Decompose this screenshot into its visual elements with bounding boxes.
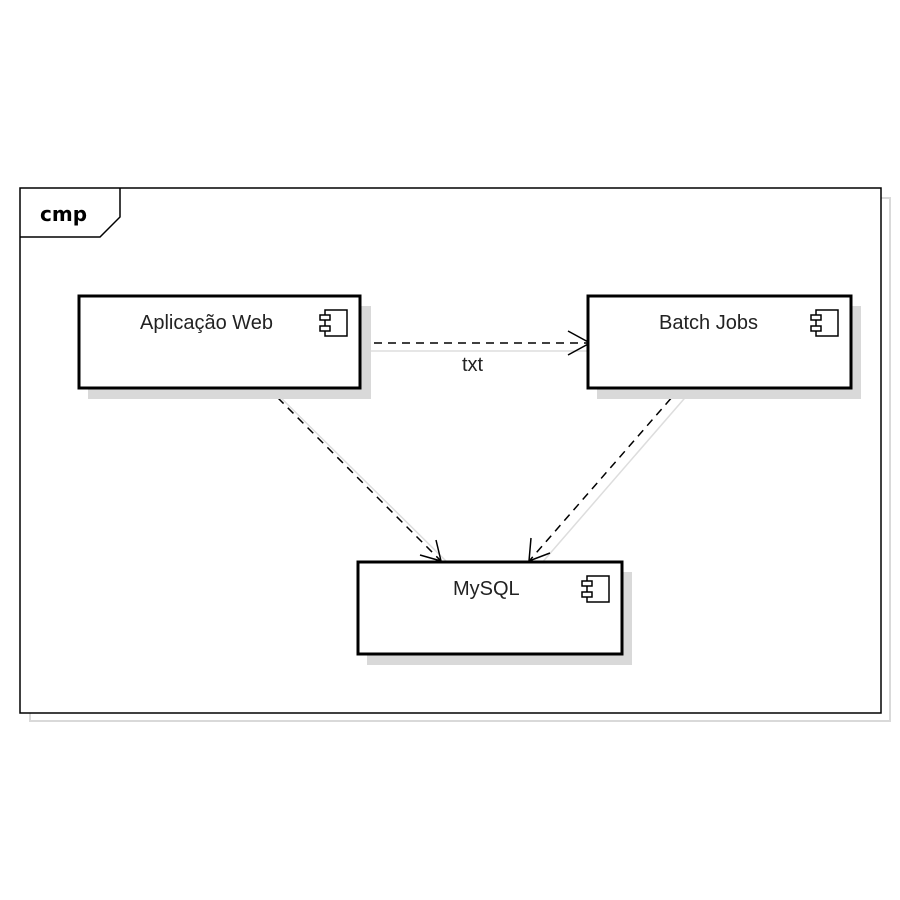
dependency-shadow: [274, 391, 448, 563]
component-batch-jobs[interactable]: Batch Jobs: [586, 294, 861, 399]
dependency-line: [267, 387, 441, 561]
dependency-shadow: [539, 391, 691, 566]
component-icon: [319, 309, 348, 337]
component-box: [356, 560, 624, 656]
frame-label-tab: [20, 188, 121, 238]
component-box: [586, 294, 853, 390]
dependency-web-to-batch[interactable]: txt: [360, 330, 597, 376]
component-name: Batch Jobs: [659, 312, 758, 334]
dependency-label: txt: [462, 354, 484, 376]
component-aplicacao-web[interactable]: Aplicação Web: [77, 294, 371, 399]
frame-label: cmp: [40, 202, 87, 226]
component-box: [77, 294, 362, 390]
dependency-line: [529, 387, 681, 561]
component-mysql[interactable]: MySQL: [356, 560, 632, 665]
component-name: Aplicação Web: [140, 312, 273, 334]
component-name: MySQL: [453, 578, 520, 600]
component-icon: [810, 309, 839, 337]
component-icon: [581, 575, 610, 603]
